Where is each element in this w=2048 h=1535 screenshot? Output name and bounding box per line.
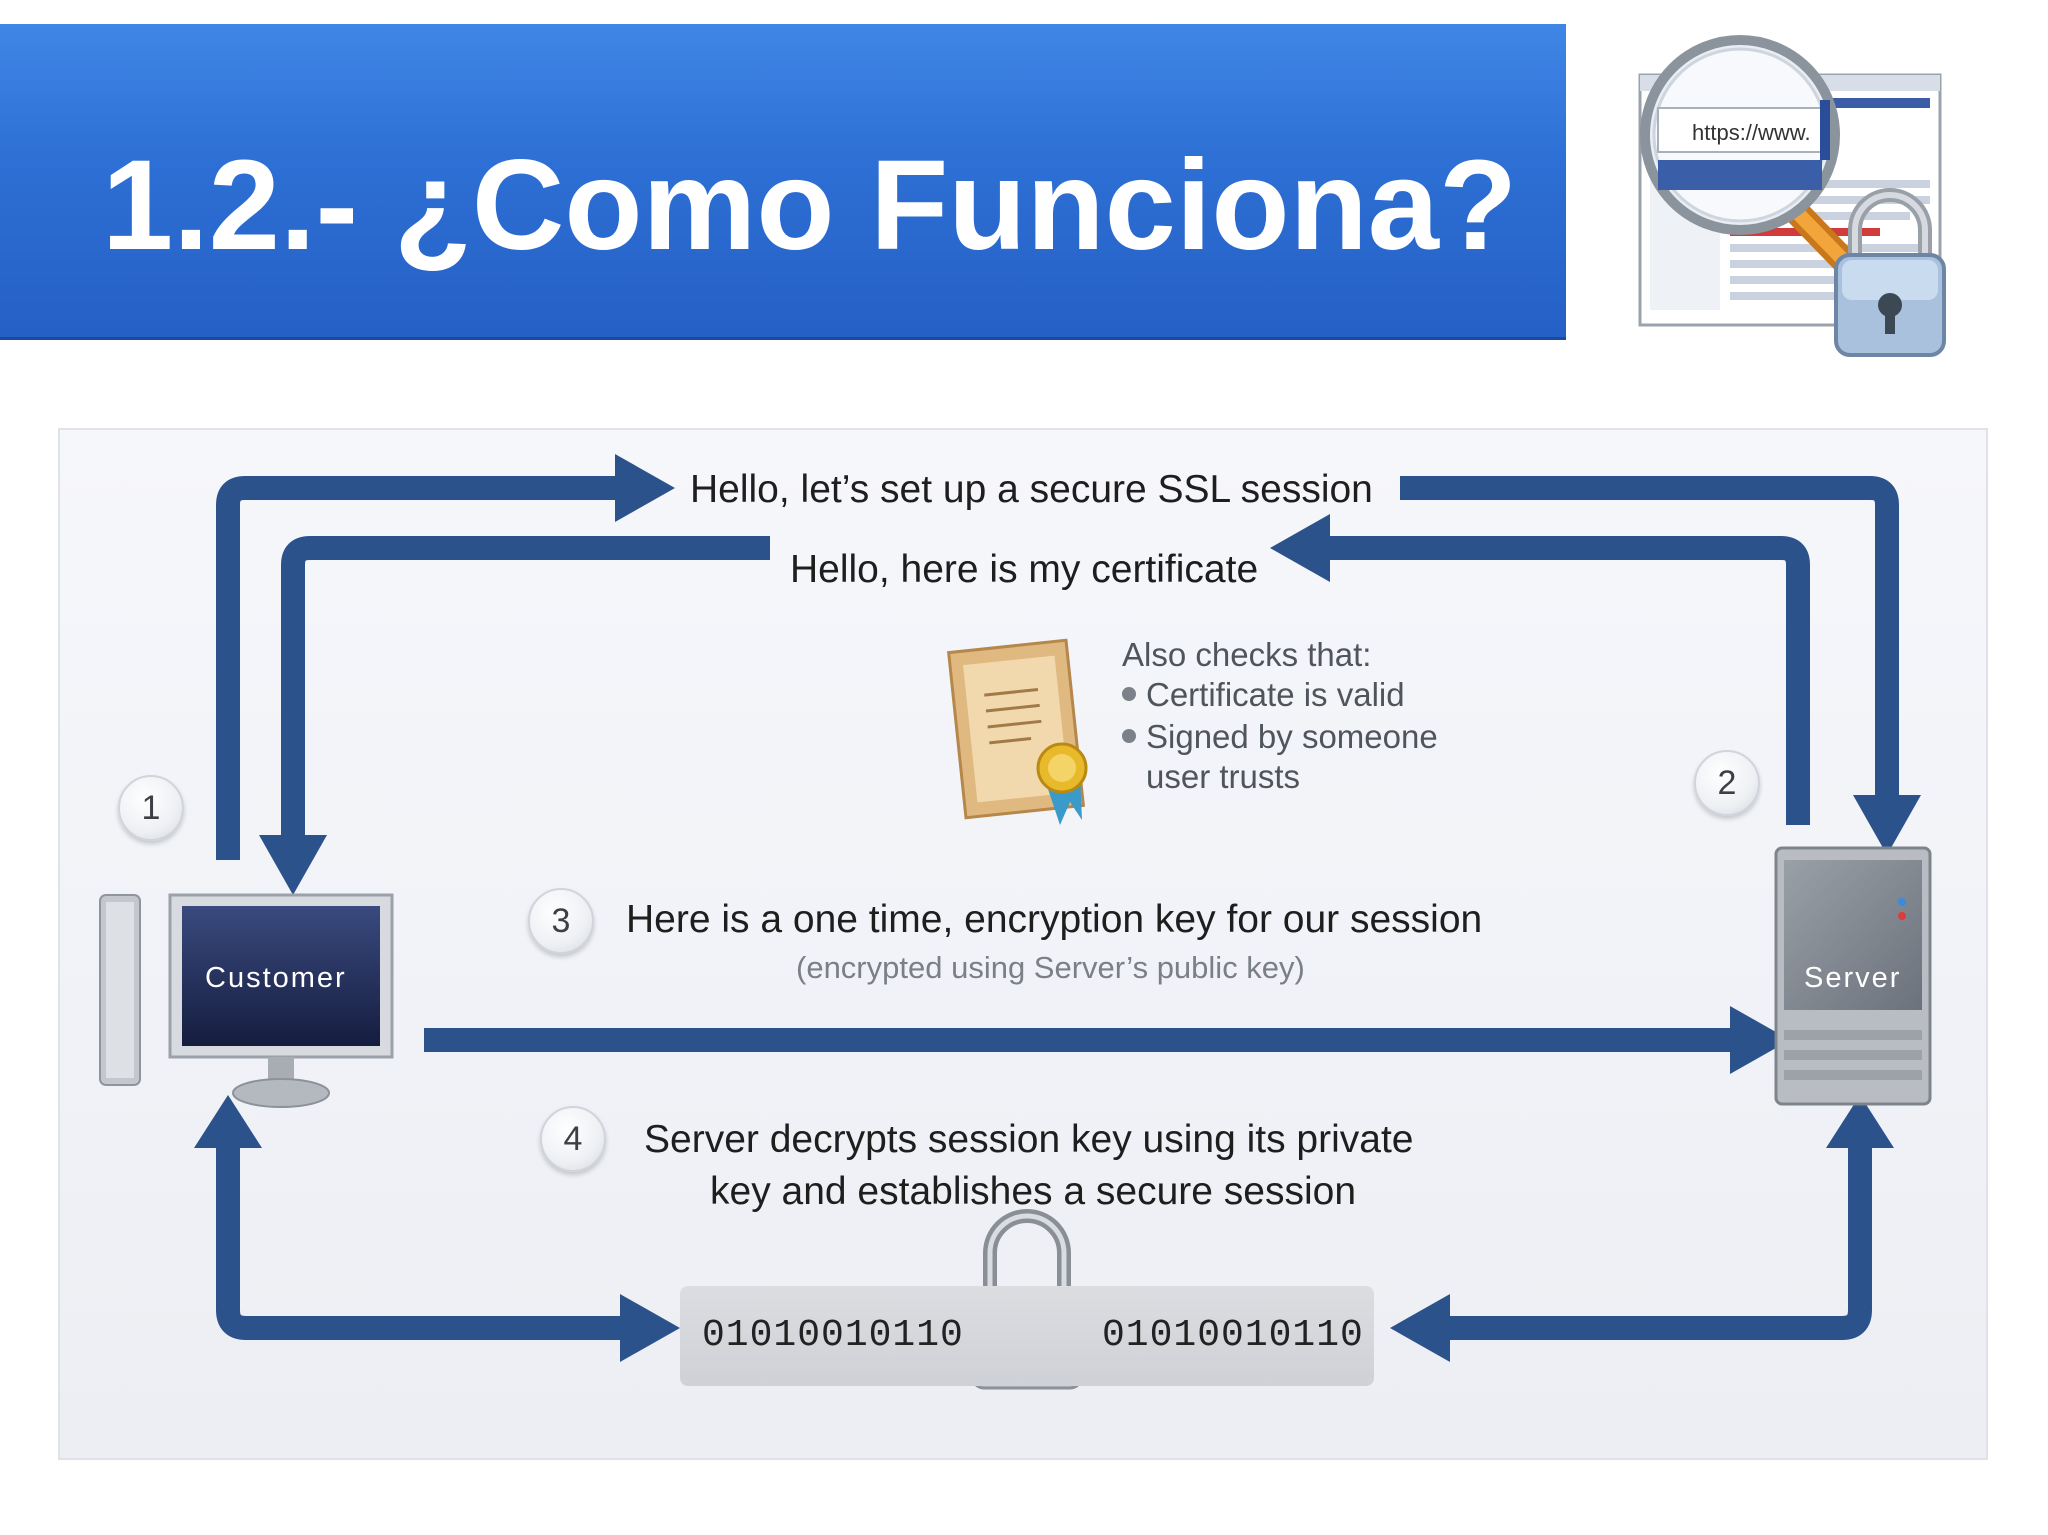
certificate-arrow-right-segment [1330, 536, 1810, 825]
step-badge-2: 2 [1694, 750, 1760, 816]
hello-arrow-right-segment [1400, 476, 1899, 795]
slide-title: 1.2.- ¿Como Funciona? [102, 134, 1518, 277]
hello-server-arrowhead [1853, 795, 1921, 855]
handshake-arrows [99, 454, 1932, 1390]
client-up-arrowhead [194, 1095, 262, 1148]
encrypted-data-box [680, 1286, 1374, 1386]
hello-client-message: Hello, let’s set up a secure SSL session [690, 468, 1373, 511]
step-badge-1: 1 [118, 775, 184, 841]
step-badge-4: 4 [540, 1106, 606, 1172]
certificate-icon [946, 638, 1088, 825]
hello-arrowhead [615, 454, 675, 522]
certificate-arrowhead-client [1270, 514, 1330, 582]
checks-heading: Also checks that: [1122, 636, 1372, 673]
bullet-icon [1122, 729, 1136, 744]
check-item-signed-cont: user trusts [1146, 758, 1301, 795]
ssl-handshake-diagram: Hello, let’s set up a secure SSL session… [58, 428, 1988, 1460]
hello-arrow-left-segment [216, 476, 615, 860]
secure-session-arrow-right [1450, 1140, 1872, 1340]
certificate-arrow-left-segment [281, 536, 770, 835]
session-key-arrowhead [1730, 1006, 1790, 1074]
session-key-note: (encrypted using Server’s public key) [796, 950, 1305, 985]
server-up-arrowhead [1826, 1095, 1894, 1148]
svg-text:https://www.: https://www. [1692, 120, 1811, 145]
check-item-valid: Certificate is valid [1122, 676, 1405, 714]
secure-session-arrow-left [216, 1140, 620, 1340]
bottom-left-arrowhead [620, 1294, 680, 1362]
padlock-icon [1834, 188, 1946, 357]
bottom-right-arrowhead [1390, 1294, 1450, 1362]
bullet-icon [1122, 687, 1136, 702]
decrypt-message-line2: key and establishes a secure session [710, 1170, 1357, 1213]
customer-computer-icon [99, 893, 394, 1108]
decrypt-message-line1: Server decrypts session key using its pr… [644, 1118, 1414, 1161]
binary-left: 01010010110 [702, 1314, 964, 1357]
step-badge-3: 3 [528, 888, 594, 954]
server-label: Server [1804, 962, 1902, 994]
server-icon [1774, 846, 1932, 1106]
title-banner: 1.2.- ¿Como Funciona? [0, 24, 1566, 340]
certificate-client-arrowhead [259, 835, 327, 895]
customer-label: Customer [205, 962, 347, 994]
ssl-magnifier-illustration: https://www. [1638, 35, 1946, 357]
hello-server-message: Hello, here is my certificate [790, 548, 1259, 591]
binary-right: 01010010110 [1102, 1314, 1364, 1357]
session-key-message: Here is a one time, encryption key for o… [626, 898, 1483, 941]
check-item-signed: Signed by someone [1122, 718, 1438, 756]
